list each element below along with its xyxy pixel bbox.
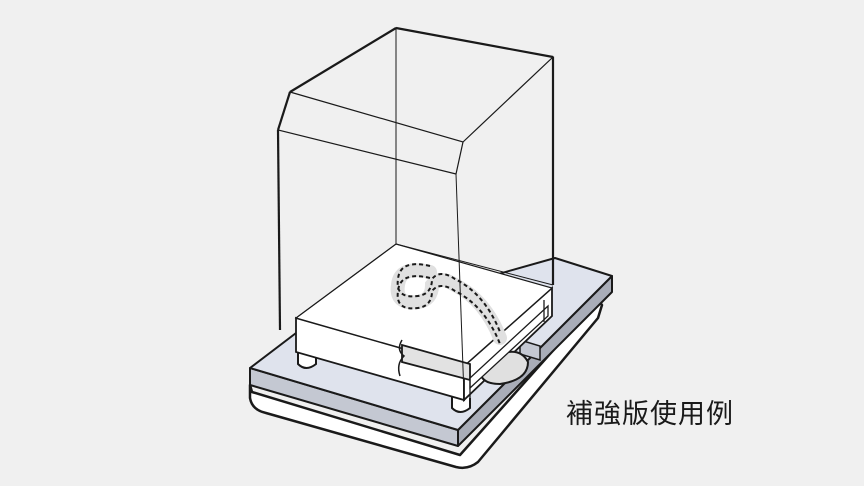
- draft-shield: [276, 26, 555, 400]
- caption-label: 補強版使用例: [566, 399, 734, 430]
- base-plate: [248, 298, 604, 470]
- cable-path: [390, 263, 507, 345]
